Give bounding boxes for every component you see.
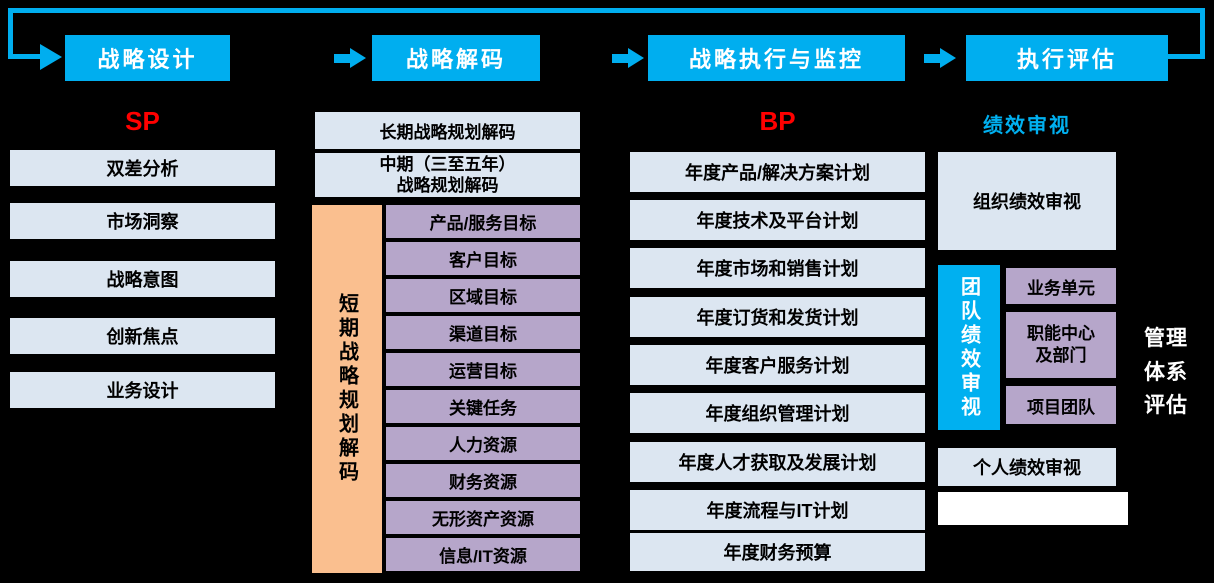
bp-plan-item: 年度流程与IT计划 [630,490,925,530]
personal-performance-review-box: 个人绩效审视 [938,448,1116,486]
decode-target-item: 产品/服务目标 [386,205,580,238]
team-review-item: 业务单元 [1006,268,1116,304]
team-review-item: 职能中心及部门 [1006,312,1116,378]
management-system-evaluation-label: 管理体系评估 [1144,327,1188,418]
long-term-decode-box: 长期战略规划解码 [315,112,580,149]
bp-plan-item: 年度客户服务计划 [630,345,925,385]
org-performance-review-box: 组织绩效审视 [938,152,1116,250]
sp-item: 市场洞察 [10,203,275,239]
mid-term-decode-box: 中期（三至五年）战略规划解码 [315,153,580,197]
mid-term-decode-label: 中期（三至五年）战略规划解码 [379,154,516,195]
bp-plan-item: 年度产品/解决方案计划 [630,152,925,192]
short-term-decode-label: 短期战略规划解码 [335,293,358,485]
arrow-step2-step3-icon [612,48,644,68]
decode-target-item: 区域目标 [386,279,580,312]
arrow-tail [612,53,628,63]
management-eval-bracket-bar [938,492,1128,525]
feedback-loop-left-line [8,8,13,57]
arrow-head [628,48,644,68]
decode-target-item: 财务资源 [386,464,580,497]
decode-target-item: 信息/IT资源 [386,538,580,571]
step-strategy-design: 战略设计 [65,35,230,81]
decode-target-item: 人力资源 [386,427,580,460]
decode-target-item: 无形资产资源 [386,501,580,534]
step-execution-evaluation: 执行评估 [966,35,1168,81]
step-strategy-design-label: 战略设计 [97,47,198,72]
bp-plan-item: 年度财务预算 [630,533,925,571]
bp-plan-item: 年度订货和发货计划 [630,297,925,337]
step-strategy-execution-monitoring-label: 战略执行与监控 [688,47,864,72]
short-term-decode-box: 短期战略规划解码 [312,205,382,573]
decode-target-item: 运营目标 [386,353,580,386]
arrow-step1-step2-icon [334,48,366,68]
sp-title: SP [125,105,160,136]
team-performance-review-label: 团队绩效审视 [957,275,980,420]
step-strategy-decode: 战略解码 [372,35,540,81]
bp-plan-item: 年度市场和销售计划 [630,248,925,288]
sp-item: 双差分析 [10,150,275,186]
arrow-head [350,48,366,68]
feedback-loop-right-connector [1168,54,1205,59]
arrow-head [940,48,956,68]
sp-item: 战略意图 [10,261,275,297]
feedback-loop-top-line [8,8,1205,13]
team-performance-review-box: 团队绩效审视 [938,265,1000,430]
step-strategy-decode-label: 战略解码 [405,47,506,72]
feedback-loop-arrowhead-icon [40,44,62,70]
step-execution-evaluation-label: 执行评估 [1016,47,1117,72]
team-review-item-label: 职能中心及部门 [1027,323,1095,365]
sp-item: 创新焦点 [10,318,275,354]
bp-plan-item: 年度人才获取及发展计划 [630,442,925,482]
performance-review-title: 绩效审视 [983,114,1071,137]
step-strategy-execution-monitoring: 战略执行与监控 [648,35,905,81]
arrow-tail [924,53,940,63]
decode-target-item: 关键任务 [386,390,580,423]
arrow-step3-step4-icon [924,48,956,68]
decode-target-item: 渠道目标 [386,316,580,349]
bp-title: BP [759,105,796,136]
team-review-item: 项目团队 [1006,386,1116,424]
feedback-loop-right-line [1200,8,1205,57]
bp-plan-item: 年度技术及平台计划 [630,200,925,240]
bp-plan-item: 年度组织管理计划 [630,393,925,433]
feedback-loop-left-connector [8,54,42,59]
arrow-tail [334,53,350,63]
decode-target-item: 客户目标 [386,242,580,275]
sp-item: 业务设计 [10,372,275,408]
